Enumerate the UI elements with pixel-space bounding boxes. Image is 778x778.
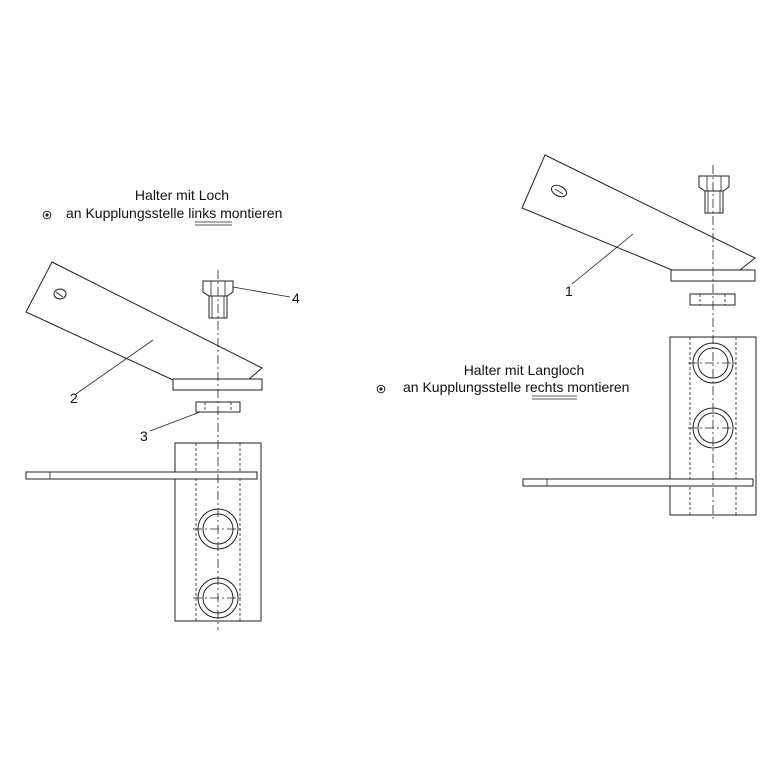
right-bolt (698, 175, 730, 214)
left-instruction: an Kupplungsstelle links montieren (66, 205, 282, 221)
left-rail (25, 471, 258, 480)
left-assembly: Halter mit Loch an Kupplungsstelle links… (25, 187, 300, 630)
left-title: Halter mit Loch (135, 187, 229, 203)
left-bracket (25, 261, 263, 381)
right-bullet-icon (376, 384, 386, 394)
left-bracket-hole-icon (53, 288, 67, 300)
right-instruction-emphasis: rechts (525, 379, 563, 395)
left-base-plate (172, 378, 263, 391)
right-washer (689, 293, 736, 306)
callout-4: 4 (292, 290, 300, 306)
right-instruction: an Kupplungsstelle rechts montieren (403, 379, 629, 395)
right-assembly: Halter mit Langloch an Kupplungsstelle r… (376, 154, 757, 520)
callout-1: 1 (565, 283, 573, 299)
left-bullet-icon (42, 210, 52, 220)
right-title: Halter mit Langloch (464, 362, 585, 378)
right-bracket-slot-icon (550, 184, 568, 198)
callout-2: 2 (70, 390, 78, 406)
left-instruction-emphasis: links (188, 205, 216, 221)
callout-3: 3 (140, 428, 148, 444)
right-rail (522, 478, 754, 487)
